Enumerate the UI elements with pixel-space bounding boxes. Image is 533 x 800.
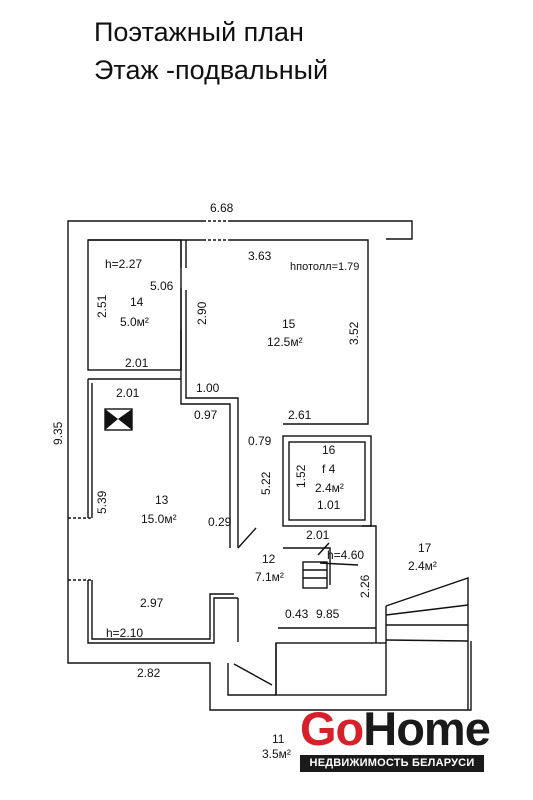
room11-number: 11 (272, 732, 285, 746)
logo-go: Go (300, 702, 364, 755)
room14-number: 14 (130, 295, 144, 309)
walls (67, 220, 472, 711)
room13-dim-c: 5.39 (95, 490, 109, 514)
room13-dim-f: 0.79 (248, 434, 272, 448)
room16-dim-a: 1.52 (294, 464, 308, 488)
room13-number: 13 (155, 493, 169, 507)
dim-top-width: 6.68 (210, 201, 234, 215)
room12-dim-b: 9.85 (316, 607, 340, 621)
logo-home: Home (363, 702, 491, 755)
room14-dim-c: 5.06 (150, 279, 174, 293)
room13-area: 15.0м² (141, 512, 177, 526)
room17-number: 17 (418, 541, 432, 555)
room12-dim-a: 0.43 (285, 607, 309, 621)
room13-dim-b: 0.97 (194, 408, 218, 422)
room15-dim-d: 1.00 (196, 381, 220, 395)
room14-dim-b: 2.01 (125, 356, 149, 370)
pillar (104, 408, 133, 431)
room12-number: 12 (262, 552, 276, 566)
room16-number: 16 (322, 443, 336, 457)
room12-height: h=4.60 (327, 548, 364, 562)
room15-ceiling: hпотолл=1.79 (290, 261, 359, 273)
room16-dim-c: 2.01 (306, 528, 330, 542)
room17-area: 2.4м² (408, 559, 437, 573)
plan-title: Поэтажный план (94, 17, 304, 47)
room13-height: h=2.10 (106, 626, 143, 640)
logo-tagline: НЕДВИЖИМОСТЬ БЕЛАРУСИ (300, 755, 484, 772)
room15-dim-b: 2.90 (195, 301, 209, 325)
room15-dim-e: 2.61 (288, 408, 312, 422)
room14-height: h=2.27 (105, 257, 142, 271)
room14-area: 5.0м² (120, 315, 149, 329)
logo-wordmark: GoHome (300, 702, 491, 755)
room13-dim-d: 0.29 (208, 515, 232, 529)
room15-dim-a: 3.63 (248, 249, 272, 263)
room16-dim-d: 5.22 (259, 471, 273, 495)
room16-dim-b: 1.01 (317, 498, 341, 512)
room11-area: 3.5м² (262, 747, 291, 761)
room15-number: 15 (282, 317, 296, 331)
room15-area: 12.5м² (267, 335, 303, 349)
dim-left-height: 9.35 (51, 421, 65, 445)
room14-dim-a: 2.51 (95, 294, 109, 318)
room12-area: 7.1м² (255, 570, 284, 584)
room13-dim-e: 2.97 (140, 596, 164, 610)
room13-dim-a: 2.01 (116, 386, 140, 400)
dim-bottom-width: 2.82 (137, 666, 161, 680)
gohome-logo: GoHome НЕДВИЖИМОСТЬ БЕЛАРУСИ (296, 702, 491, 773)
room12-dim-c: 2.26 (358, 574, 372, 598)
floor-subtitle: Этаж -подвальный (94, 55, 329, 85)
room16-area: 2.4м² (315, 481, 344, 495)
room15-dim-c: 3.52 (347, 321, 361, 345)
room16-label: f 4 (322, 462, 336, 476)
